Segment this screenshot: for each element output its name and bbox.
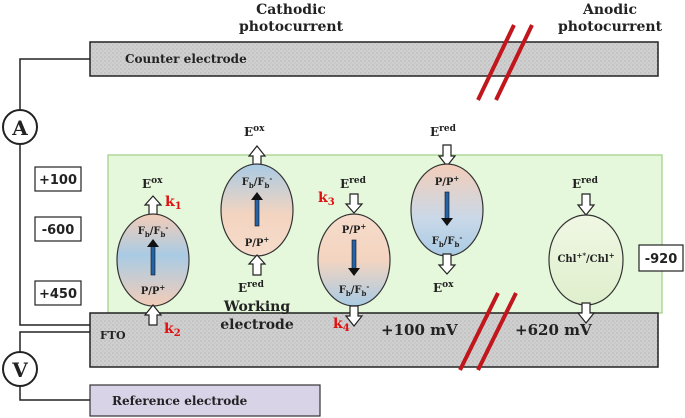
ellipse-bottom-label: P/P+ [141, 283, 166, 297]
anodic-title-line1: Anodic [582, 2, 637, 18]
break-mark [458, 292, 500, 371]
energy-level-label: Ered [572, 176, 599, 191]
energy-level-label: Eox [244, 124, 265, 139]
arrow-down-icon [576, 193, 596, 216]
fto-label: FTO [100, 329, 126, 342]
circuit-wire [19, 386, 90, 401]
break-mark [476, 24, 516, 101]
arrow-up-icon [143, 304, 163, 326]
potential-box [34, 166, 82, 192]
ellipse-top-label: P/P+ [435, 174, 460, 188]
arrow-down-icon [348, 268, 360, 276]
energy-level-label: Eox [433, 280, 454, 295]
arrow-down-icon [437, 253, 457, 275]
arrow-down-icon [344, 305, 364, 327]
break-mark [476, 292, 518, 371]
potential-value: +100 [39, 173, 77, 188]
arrow-down-icon [344, 193, 364, 214]
ellipse-top-label: P/P+ [342, 222, 367, 236]
chlorophyll-label: Chl+*/Chl+ [557, 251, 614, 265]
ellipse-bottom-label: Fb/Fb- [432, 233, 463, 249]
circuit-wire [19, 58, 90, 110]
potential-value-right: -920 [645, 252, 678, 267]
transfer-bar [254, 195, 260, 227]
rate-k1: k1 [165, 194, 182, 212]
potential-box [34, 280, 82, 306]
ammeter-icon [2, 109, 38, 145]
counter-electrode [89, 41, 659, 77]
arrow-up-icon [247, 254, 267, 276]
cathodic-title-line1: Cathodic [256, 2, 326, 18]
circuit-wire [19, 331, 90, 352]
arrow-down-icon [437, 144, 457, 167]
fto-electrode [89, 312, 659, 368]
transfer-bar [150, 242, 156, 276]
potential-box [34, 216, 82, 242]
reference-electrode-label: Reference electrode [112, 394, 248, 408]
ellipse-bottom-label: Fb/Fb- [339, 282, 370, 298]
transfer-bar [444, 191, 450, 223]
rate-k2: k2 [164, 321, 181, 339]
potential-value: +450 [39, 287, 77, 302]
voltmeter-icon [2, 351, 38, 387]
energy-level-label: Ered [430, 124, 457, 139]
rate-k3: k3 [318, 190, 335, 208]
ammeter-label: A [11, 116, 28, 140]
working-electrode-label: Working [223, 299, 290, 315]
bias-cathodic: +100 mV [381, 321, 458, 339]
voltmeter-label: V [11, 358, 28, 382]
working-electrode-label: electrode [220, 317, 294, 333]
energy-level-label: Eox [142, 176, 163, 191]
counter-electrode-label: Counter electrode [125, 52, 247, 66]
ellipse-bottom-label: P/P+ [245, 235, 270, 249]
ellipse-top-label: Fb/Fb- [242, 174, 273, 190]
ellipse-top-label: Fb/Fb- [138, 223, 169, 239]
energy-level-label: Ered [340, 176, 367, 191]
potential-value: -600 [42, 223, 75, 238]
arrow-up-icon [143, 195, 163, 216]
transfer-bar [351, 239, 357, 273]
rate-k4: k4 [333, 316, 350, 334]
break-mark [494, 24, 534, 101]
circuit-wire [19, 145, 90, 326]
energy-level-label: Ered [238, 280, 265, 295]
potential-box [638, 244, 684, 272]
arrow-down-icon [441, 218, 453, 226]
arrow-up-icon [147, 239, 159, 247]
bias-anodic: +620 mV [515, 321, 592, 339]
arrow-up-icon [251, 192, 263, 200]
cathodic-title-line2: photocurrent [239, 19, 344, 35]
arrow-down-icon [576, 302, 596, 324]
anodic-title-line2: photocurrent [558, 19, 663, 35]
reference-electrode [89, 384, 321, 417]
